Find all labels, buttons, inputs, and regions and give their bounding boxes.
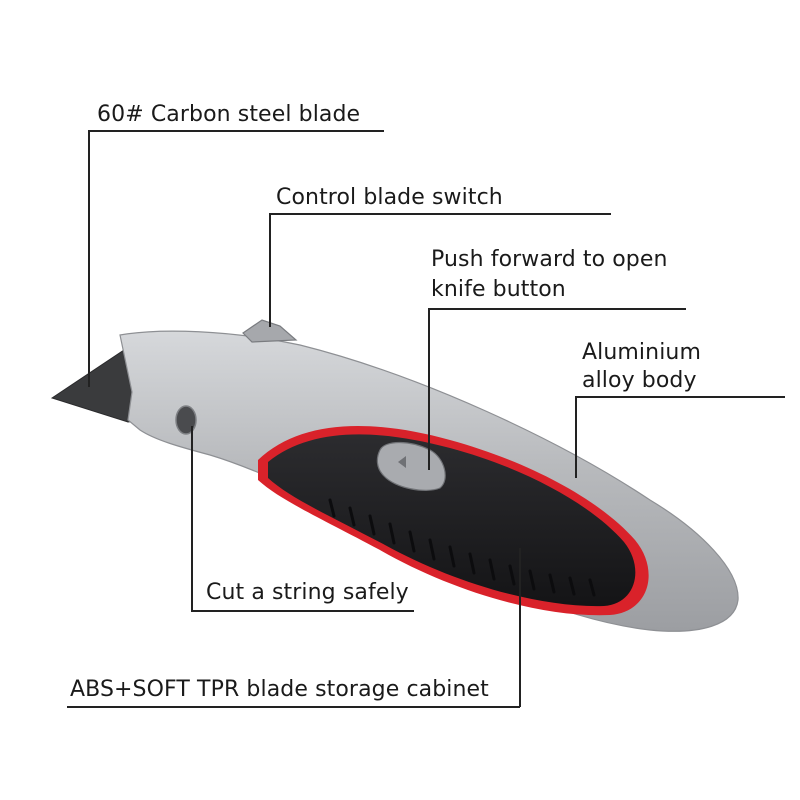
blade-switch (242, 319, 298, 343)
leader-line-switch-h (269, 213, 611, 215)
label-push-forward-line1: Push forward to open (431, 247, 668, 272)
label-control-blade-switch: Control blade switch (276, 185, 503, 210)
grip-ribs (328, 498, 596, 597)
leader-line-blade-v (88, 130, 90, 387)
tpr-grip (268, 434, 636, 607)
leader-line-body-v (575, 396, 577, 478)
leader-line-blade-h (88, 130, 384, 132)
label-cut-string: Cut a string safely (206, 580, 409, 605)
label-push-forward-line2: knife button (431, 277, 566, 302)
leader-line-cabinet-v (519, 548, 521, 707)
string-cutter-notch (175, 405, 197, 435)
label-aluminium-line1: Aluminium (582, 340, 701, 365)
leader-line-push-v (428, 308, 430, 470)
leader-line-body-h (575, 396, 785, 398)
label-storage-cabinet: ABS+SOFT TPR blade storage cabinet (70, 677, 489, 702)
label-carbon-steel-blade: 60# Carbon steel blade (97, 102, 361, 127)
push-button-arrow-icon (398, 456, 406, 468)
leader-line-switch-v (269, 213, 271, 327)
leader-line-string-h (191, 610, 414, 612)
leader-line-cabinet-h (67, 706, 520, 708)
leader-line-string-v (191, 426, 193, 611)
leader-line-push-h (428, 308, 686, 310)
label-aluminium-line2: alloy body (582, 368, 697, 393)
